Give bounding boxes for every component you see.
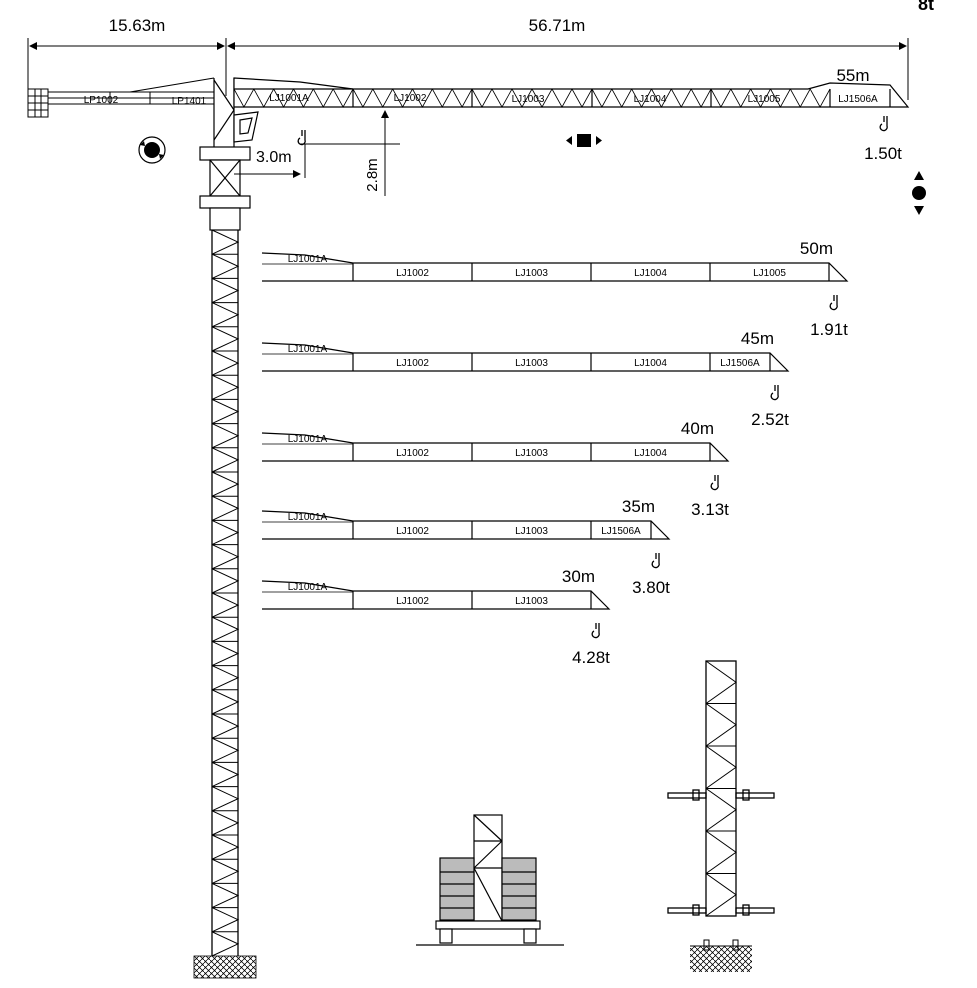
hook-icon	[591, 623, 600, 639]
hoist-up-down-icon	[912, 171, 926, 215]
jib-config-row: LJ1001A LJ1002 LJ1003 LJ1004 40m 3.13t	[261, 419, 730, 519]
main-jib-section-5: LJ1005	[748, 94, 781, 105]
jib-config-outline	[261, 342, 790, 372]
jib-config-section: LJ1002	[396, 596, 429, 607]
jib-config-section: LJ1001A	[288, 254, 328, 265]
jib-config-outline	[261, 432, 730, 462]
counter-jib	[27, 77, 215, 118]
jib-config-row: LJ1001A LJ1002 LJ1003 LJ1004 LJ1005 50m 1.91t	[261, 239, 849, 339]
jib-config-length: 50m	[800, 239, 833, 258]
jib-config-outline	[261, 510, 671, 540]
hook-icon	[770, 385, 779, 401]
jib-config-row: LJ1001A LJ1002 LJ1003 LJ1506A 35m 3.80t	[261, 497, 671, 597]
jib-config-load: 2.52t	[751, 410, 789, 429]
main-jib-section-3: LJ1003	[512, 94, 545, 105]
jib-config-section: LJ1001A	[288, 582, 328, 593]
jib-config-section: LJ1003	[515, 596, 548, 607]
jib-config-load: 4.28t	[572, 648, 610, 667]
hook-icon	[297, 130, 306, 146]
jib-config-section: LJ1002	[396, 358, 429, 369]
main-jib-load: 1.50t	[864, 144, 902, 163]
height-offset-label: 2.8m	[364, 158, 381, 191]
counter-jib-section-1: LP1002	[84, 95, 119, 106]
jib-config-section: LJ1004	[634, 448, 667, 459]
jib-config-section: LJ1001A	[288, 344, 328, 355]
jib-config-section: LJ1003	[515, 526, 548, 537]
trolley-offset-dimension	[234, 144, 306, 178]
jib-config-section: LJ1003	[515, 358, 548, 369]
anchored-mast-foundation	[690, 939, 752, 972]
hook-icon	[879, 116, 888, 132]
corner-mark: 8t	[918, 0, 934, 14]
tower-foundation	[193, 955, 257, 979]
jib-config-length: 45m	[741, 329, 774, 348]
main-jib-section-4: LJ1004	[634, 94, 667, 105]
jib-length: 56.71m	[529, 16, 586, 35]
jib-config-section: LJ1001A	[288, 512, 328, 523]
counter-jib-section-2: LP1401	[172, 96, 207, 107]
trolley-travel-icon	[566, 134, 602, 147]
jib-config-load: 3.13t	[691, 500, 729, 519]
hook-icon	[829, 295, 838, 311]
jib-config-length: 30m	[562, 567, 595, 586]
slew-rotation-icon	[138, 136, 166, 164]
jib-config-load: 3.80t	[632, 578, 670, 597]
jib-config-length: 40m	[681, 419, 714, 438]
jib-config-section: LJ1004	[634, 268, 667, 279]
trolley-offset-label: 3.0m	[256, 149, 292, 166]
jib-config-section: LJ1002	[396, 526, 429, 537]
hook-icon	[651, 553, 660, 569]
jib-config-section: LJ1005	[753, 268, 786, 279]
main-jib-length: 55m	[836, 66, 869, 85]
jib-config-section: LJ1002	[396, 268, 429, 279]
jib-config-section: LJ1506A	[601, 526, 641, 537]
jib-config-section: LJ1002	[396, 448, 429, 459]
height-offset-dimension	[300, 110, 400, 196]
jib-config-section: LJ1003	[515, 268, 548, 279]
main-jib-section-2: LJ1002	[394, 93, 427, 104]
jib-config-row: LJ1001A LJ1002 LJ1003 30m 4.28t	[261, 567, 611, 667]
jib-config-section: LJ1004	[634, 358, 667, 369]
main-jib-section-1: LJ1001A	[269, 93, 309, 104]
dimension-lines	[27, 38, 909, 100]
jib-config-section: LJ1003	[515, 448, 548, 459]
jib-config-section: LJ1001A	[288, 434, 328, 445]
main-jib	[233, 77, 910, 108]
tower-mast	[211, 229, 240, 957]
tower-head	[199, 78, 259, 231]
jib-config-row: LJ1001A LJ1002 LJ1003 LJ1004 LJ1506A 45m 2.52t	[261, 329, 790, 429]
jib-config-load: 1.91t	[810, 320, 848, 339]
counter-jib-length: 15.63m	[109, 16, 166, 35]
ballast-mast	[416, 814, 564, 946]
hook-icon	[710, 475, 719, 491]
main-jib-section-6: LJ1506A	[838, 94, 878, 105]
jib-config-section: LJ1506A	[720, 358, 760, 369]
anchored-mast	[667, 660, 775, 917]
jib-config-length: 35m	[622, 497, 655, 516]
